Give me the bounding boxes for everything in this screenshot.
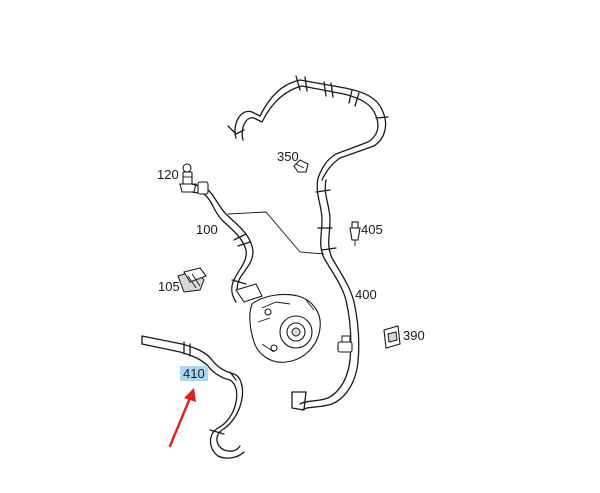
red-arrow (168, 388, 196, 448)
label-410-highlighted: 410 (180, 366, 208, 381)
vacuum-pump (235, 283, 321, 363)
leader-100 (227, 211, 325, 255)
label-120: 120 (157, 167, 179, 182)
hose-100 (191, 181, 254, 303)
sensor-405 (349, 221, 361, 246)
bracket-390 (383, 325, 401, 349)
label-100: 100 (196, 222, 218, 237)
valve-105 (177, 267, 207, 293)
label-105: 105 (158, 279, 180, 294)
label-405: 405 (361, 222, 383, 237)
label-400: 400 (355, 287, 377, 302)
hose-410 (141, 335, 245, 459)
label-390: 390 (403, 328, 425, 343)
hose-upper-run (227, 75, 389, 181)
clip-350 (293, 159, 309, 173)
label-350: 350 (277, 149, 299, 164)
fitting-120 (179, 163, 197, 193)
hose-400 (291, 177, 360, 411)
